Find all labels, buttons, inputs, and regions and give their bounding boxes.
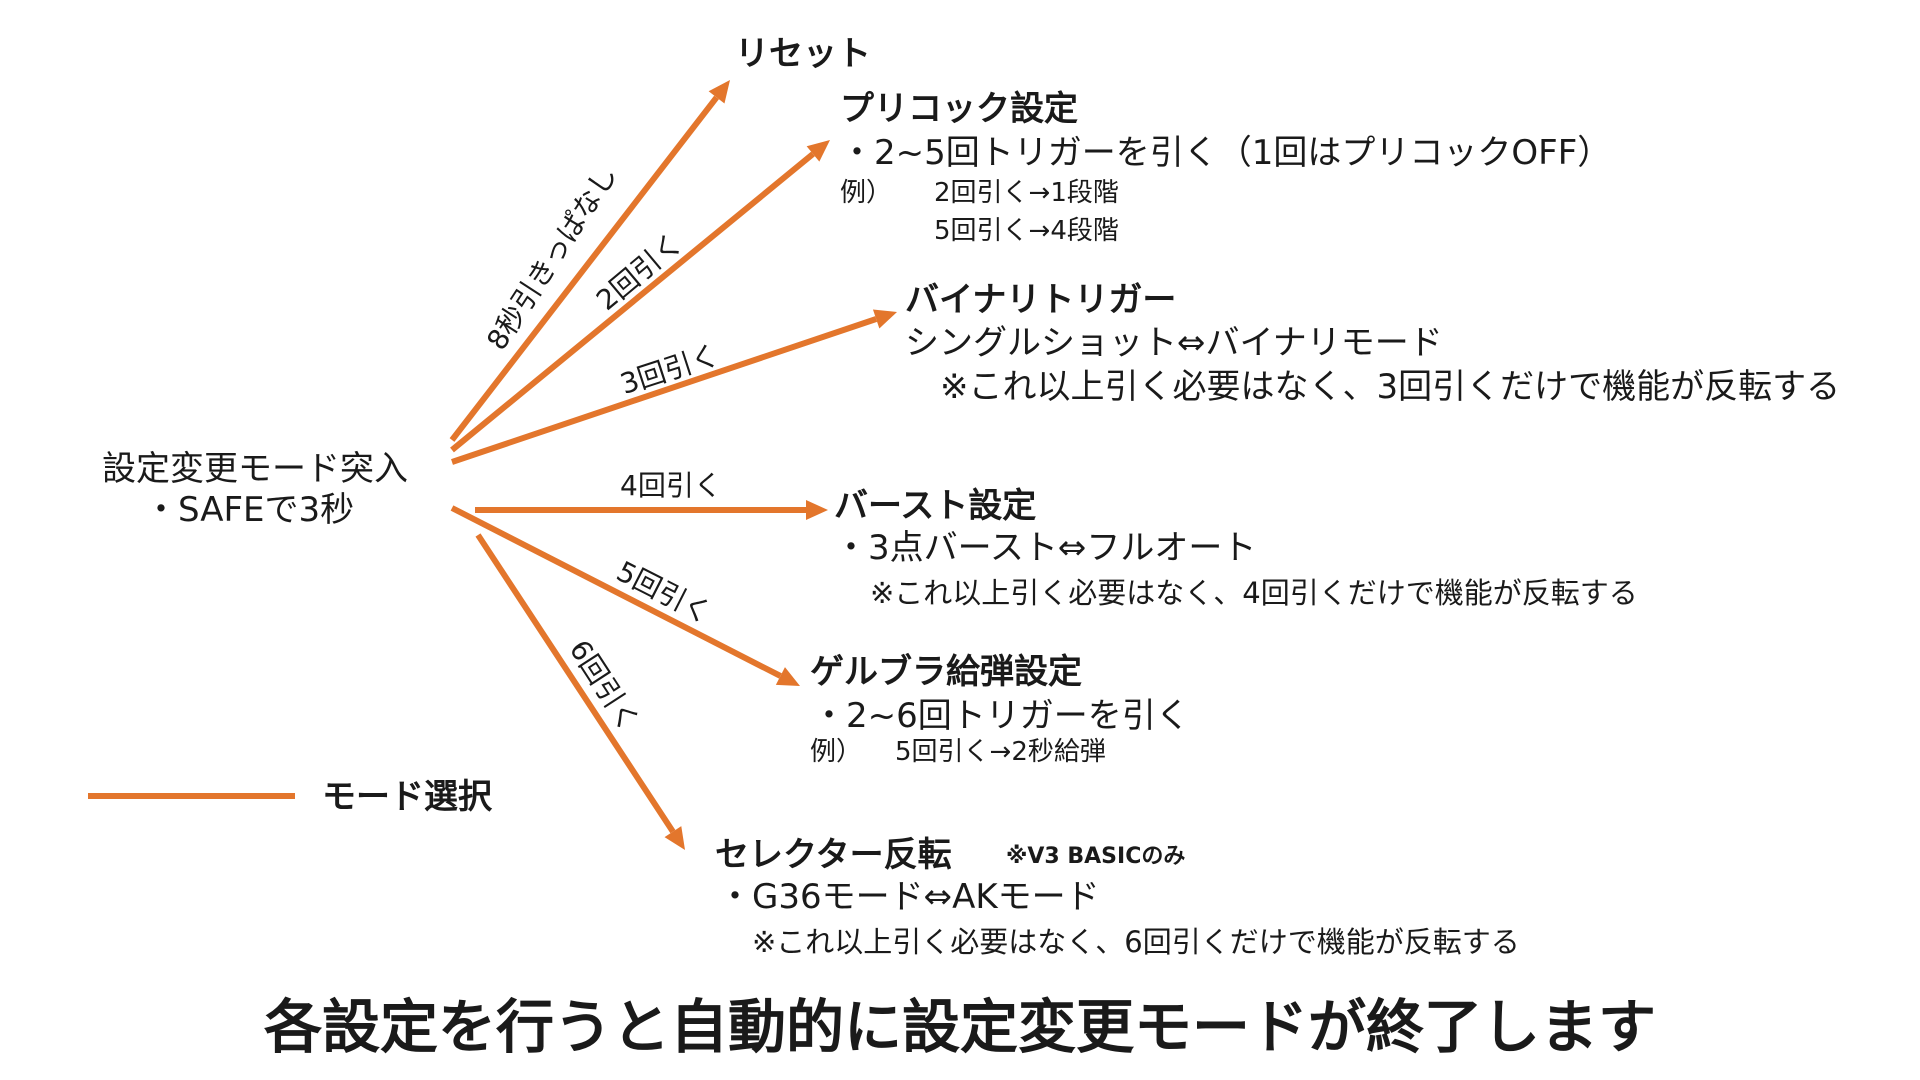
burst-note: ※これ以上引く必要はなく、4回引くだけで機能が反転する [870,576,1638,610]
reset-title: リセット [735,34,871,74]
arrow-reset-head [708,80,730,104]
arrow-binary-shaft [451,316,878,465]
gelbra-title: ゲルブラ給弾設定 [810,652,1082,692]
gelbra-example-1: 5回引く→2秒給弾 [895,737,1106,767]
burst-line-1: ・3点バースト⇔フルオート [834,528,1257,568]
selector-line-1: ・G36モード⇔AKモード [718,877,1100,917]
selector-title: セレクター反転 [715,835,952,875]
arrow-burst [475,500,828,520]
legend-line [88,793,295,799]
selector-note: ※これ以上引く必要はなく、6回引くだけで機能が反転する [752,925,1520,959]
precock-title: プリコック設定 [840,89,1078,129]
binary-note: ※これ以上引く必要はなく、3回引くだけで機能が反転する [940,367,1841,407]
arrow-precock-head [806,140,830,162]
precock-line-1: ・2~5回トリガーを引く（1回はプリコックOFF） [840,133,1612,173]
arrow-reset [449,80,730,442]
branch-label-4-pulls: 4回引く [620,469,722,502]
gelbra-line-1: ・2~6回トリガーを引く [812,696,1190,736]
start-line-2: ・SAFEで3秒 [144,490,355,530]
arrow-selector [475,533,685,850]
binary-title: バイナリトリガー [905,280,1177,320]
precock-example-1: 2回引く→1段階 [934,178,1119,208]
arrow-selector-shaft [475,533,676,834]
arrow-gelbra [450,505,800,686]
arrow-binary [451,309,897,465]
arrow-gelbra-head [775,667,800,686]
arrow-binary-head [872,309,897,329]
burst-title: バースト設定 [834,486,1037,526]
arrow-gelbra-shaft [450,505,782,679]
precock-example-prefix: 例） [840,178,893,208]
precock-example-2: 5回引く→4段階 [934,216,1119,246]
start-line-1: 設定変更モード突入 [102,449,408,489]
selector-tag: ※V3 BASICのみ [1006,844,1186,869]
arrow-burst-head [806,500,828,520]
arrow-precock [450,140,830,453]
arrow-selector-head [664,826,685,850]
legend-label: モード選択 [322,777,492,817]
arrow-reset-shaft [449,95,719,442]
arrow-precock-shaft [450,151,815,453]
gelbra-example-prefix: 例） [810,737,863,767]
footer-note: 各設定を行うと自動的に設定変更モードが終了します [263,993,1656,1061]
binary-line-1: シングルショット⇔バイナリモード [905,323,1443,363]
